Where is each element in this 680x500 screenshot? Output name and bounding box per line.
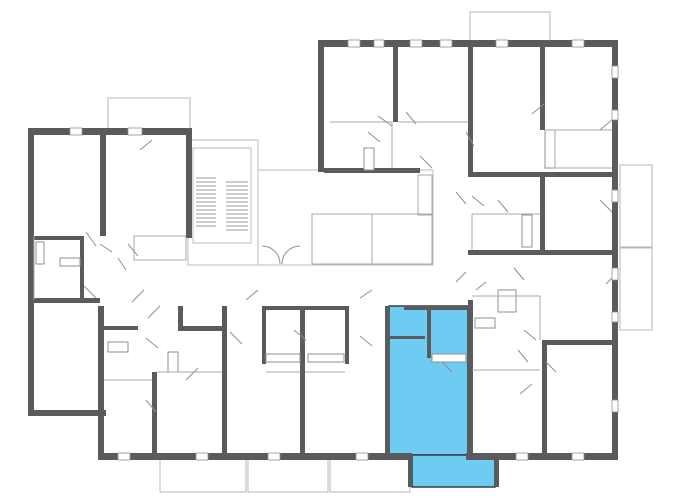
door-leaf xyxy=(475,281,487,291)
door-leaf xyxy=(359,335,373,347)
door-leaf xyxy=(185,367,199,381)
window xyxy=(69,127,83,136)
door-swing xyxy=(281,245,301,265)
balcony-top-left[interactable] xyxy=(107,97,191,131)
balcony-bottom-3[interactable] xyxy=(329,455,411,493)
door-leaf xyxy=(83,285,97,299)
bathtub-icon xyxy=(307,353,345,363)
bathtub-icon xyxy=(544,129,556,169)
door-leaf xyxy=(599,119,613,131)
door-leaf xyxy=(147,305,161,319)
partitions xyxy=(33,121,612,381)
door-leaf xyxy=(145,337,159,349)
window xyxy=(611,311,619,323)
bathtub-icon xyxy=(521,214,533,248)
window xyxy=(127,127,143,136)
balcony-right-upper[interactable] xyxy=(619,164,653,248)
door-leaf xyxy=(545,361,557,373)
balcony-bottom-1[interactable] xyxy=(159,455,247,493)
utility-niche xyxy=(133,235,187,261)
balcony-right-lower[interactable] xyxy=(619,247,653,331)
door-leaf xyxy=(419,155,433,169)
door-leaf xyxy=(99,243,113,253)
windows xyxy=(69,39,619,461)
door-leaf xyxy=(465,131,475,147)
bathtub-icon xyxy=(363,147,375,171)
door-leaf xyxy=(497,199,509,213)
window xyxy=(347,39,361,48)
window xyxy=(267,452,281,461)
door-leaf xyxy=(513,267,525,281)
door-leaf xyxy=(127,243,139,257)
selected-unit-inner-wall xyxy=(427,306,431,358)
sink-icon xyxy=(474,317,496,329)
window xyxy=(611,65,619,79)
window xyxy=(373,39,385,48)
door-leaf xyxy=(599,199,613,213)
door-leaf xyxy=(367,131,381,143)
balcony-top-right[interactable] xyxy=(469,11,551,45)
door-leaf xyxy=(517,349,529,363)
balcony-bottom-2[interactable] xyxy=(247,455,329,493)
window xyxy=(611,109,619,121)
door-leaf xyxy=(117,257,127,271)
stair-steps xyxy=(196,177,248,231)
door-leaf xyxy=(245,289,259,301)
door-leaf xyxy=(523,329,537,341)
window xyxy=(195,452,209,461)
window xyxy=(611,267,619,281)
sink-icon xyxy=(497,289,517,313)
door-leaf xyxy=(85,231,97,247)
walls xyxy=(28,40,618,487)
bathtub-icon xyxy=(431,353,467,363)
sink-icon xyxy=(59,257,81,267)
door-leaf xyxy=(455,191,467,205)
door-swings xyxy=(83,103,617,413)
bathtub-icon xyxy=(167,351,179,373)
window xyxy=(611,399,619,413)
door-leaf xyxy=(229,331,243,345)
bathtub-icon xyxy=(265,353,301,363)
selected-unit-partition xyxy=(389,336,425,339)
door-leaf xyxy=(471,195,485,207)
stair-core xyxy=(133,139,434,266)
door-leaf xyxy=(145,399,157,413)
window xyxy=(117,452,131,461)
bathtub-icon xyxy=(35,241,45,265)
window xyxy=(571,39,585,48)
door-leaf xyxy=(455,271,467,283)
window xyxy=(571,452,585,461)
bathtub-icon xyxy=(107,341,129,353)
door-leaf xyxy=(405,111,417,125)
door-leaf xyxy=(531,103,545,115)
door-leaf xyxy=(139,139,153,151)
door-swing xyxy=(261,245,281,265)
door-leaf xyxy=(293,329,307,341)
door-leaf xyxy=(131,289,145,303)
window xyxy=(439,39,453,48)
door-leaf xyxy=(377,115,393,127)
window xyxy=(611,189,619,203)
door-leaf xyxy=(519,383,533,395)
door-leaf xyxy=(359,289,373,299)
balconies xyxy=(107,11,653,493)
door-leaf xyxy=(441,361,453,373)
window xyxy=(515,452,529,461)
selected-unit[interactable] xyxy=(388,305,496,488)
window xyxy=(409,39,423,48)
window xyxy=(355,452,369,461)
window xyxy=(495,39,509,48)
